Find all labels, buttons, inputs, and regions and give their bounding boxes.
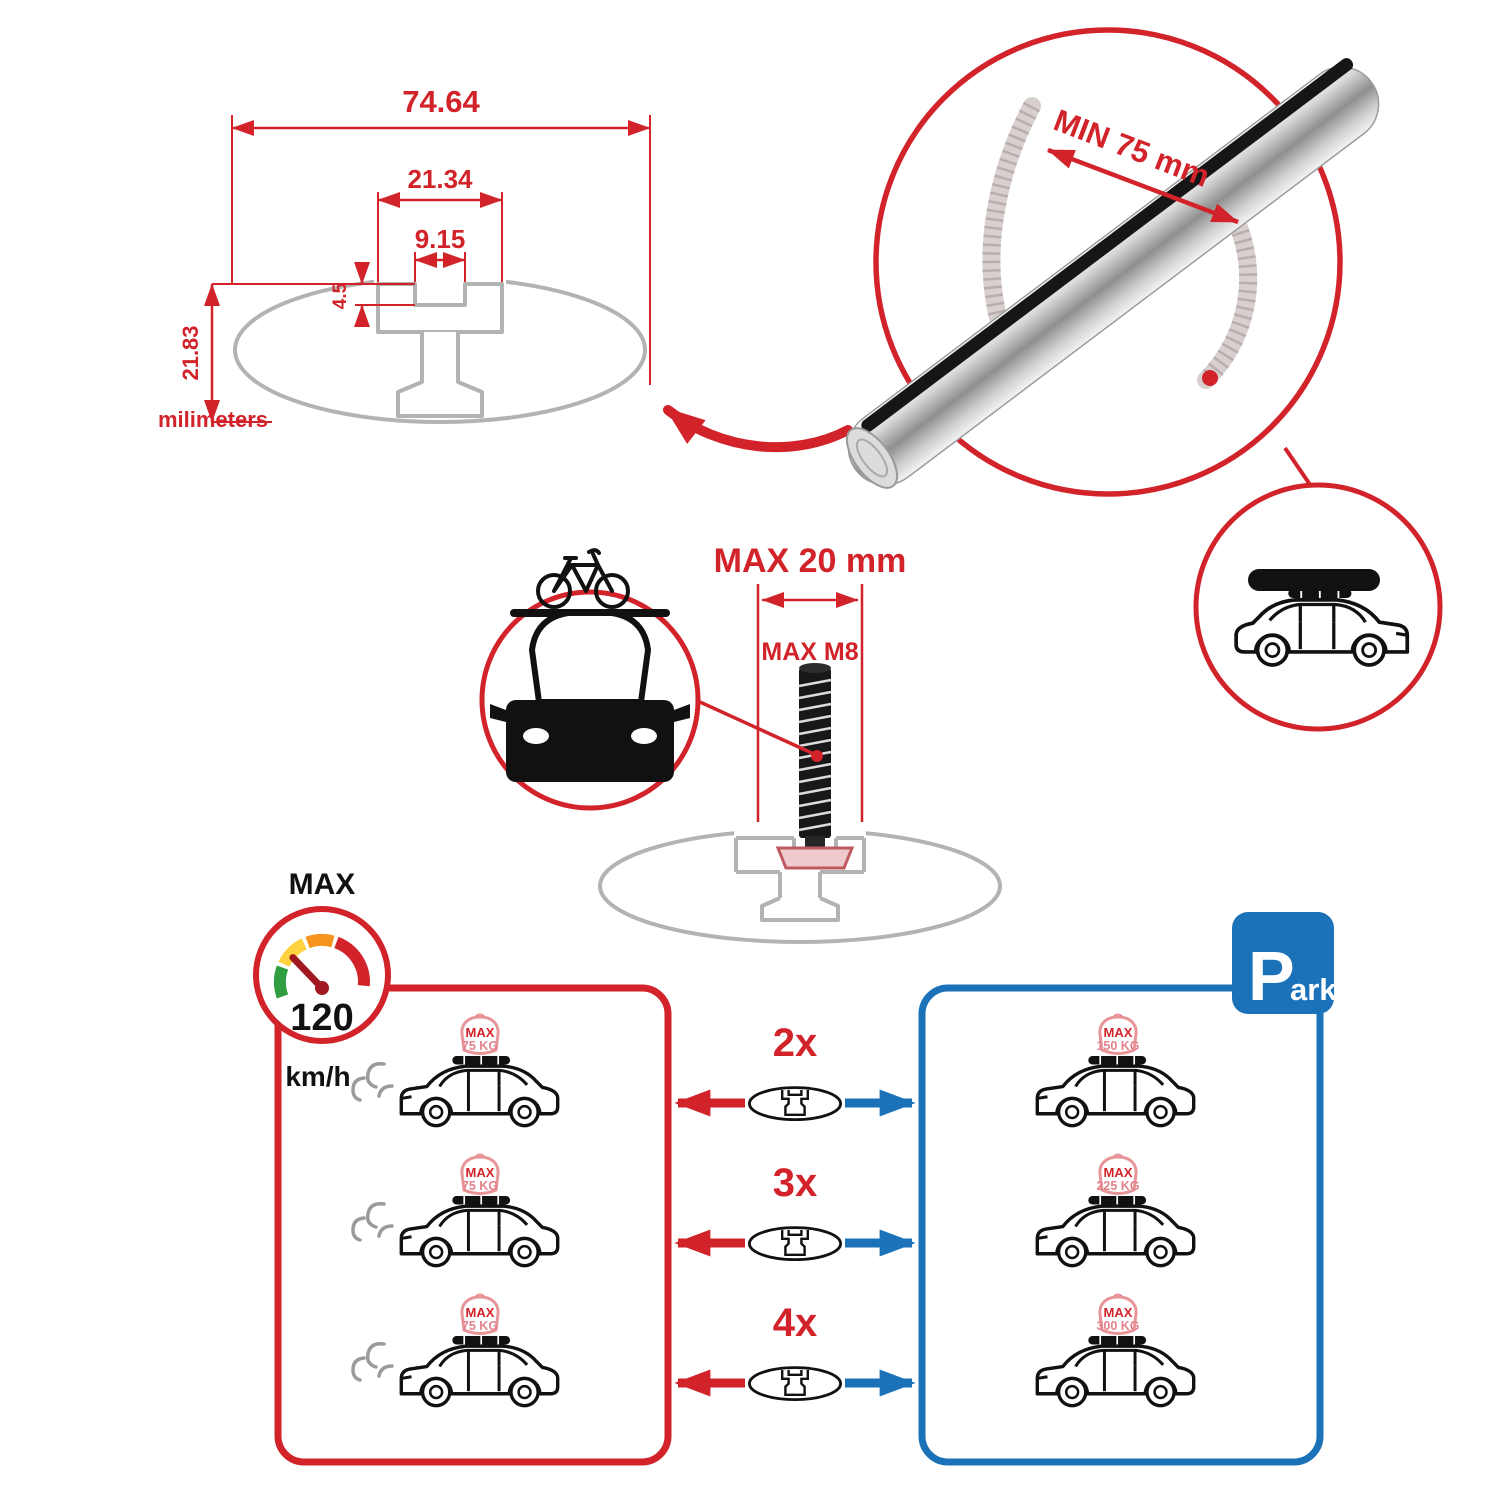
park-sign-suffix: ark	[1290, 972, 1337, 1007]
bolt-leader-line	[699, 700, 815, 756]
bicycle-icon	[536, 548, 630, 609]
load-row-2: MAX 75 KG 3x MAX 225 KG	[351, 1153, 1196, 1268]
driving-tag-line2: 75 KG	[462, 1179, 498, 1193]
quantity-label: 2x	[773, 1021, 818, 1065]
parked-tag-line1: MAX	[1104, 1025, 1133, 1040]
roof-box-icon	[1248, 569, 1380, 591]
speed-value: 120	[290, 997, 353, 1039]
pointer-arrow-to-drawing	[663, 405, 853, 453]
headlight-right	[631, 728, 657, 744]
bolt-detail: MAX 20 mm MAX M8	[598, 542, 1002, 944]
dim-lip-depth-label: 4.5	[330, 282, 351, 309]
crossbar-detail-circle: MIN 75 mm	[845, 27, 1380, 497]
driving-tag-line1: MAX	[466, 1165, 495, 1180]
min-span-arrow	[1047, 147, 1239, 225]
parked-tag-line2: 300 KG	[1096, 1319, 1139, 1333]
speedometer-icon	[253, 906, 391, 1044]
driving-tag-line1: MAX	[466, 1305, 495, 1320]
headlight-left	[523, 728, 549, 744]
bolt-max-length-label: MAX 20 mm	[714, 542, 907, 580]
dim-total-width-label: 74.64	[402, 84, 480, 119]
rail-point-dot	[1202, 370, 1218, 386]
crossbar-profile-stem	[396, 332, 484, 418]
crossbar-section-icon	[748, 1086, 842, 1121]
bolt-point-dot	[811, 750, 823, 762]
load-row-3: MAX 75 KG 4x MAX 300 KG	[351, 1293, 1196, 1408]
speed-unit-label: km/h	[285, 1061, 350, 1092]
speed-max-label: MAX	[289, 868, 356, 901]
park-sign: P ark	[1232, 912, 1337, 1015]
dimension-drawing: 74.64 21.34 9.15 4.5 21.83 milimeters	[158, 84, 651, 432]
load-row-1: MAX 75 KG 2x MAX 150 KG	[351, 1013, 1196, 1128]
driving-tag-line2: 75 KG	[462, 1039, 498, 1053]
quantity-label: 4x	[773, 1301, 818, 1345]
dim-slot-outer-label: 21.34	[407, 164, 473, 194]
bolt-head	[775, 846, 855, 870]
gauge-arc-orange	[305, 933, 335, 949]
dim-slot-opening-label: 9.15	[415, 224, 466, 254]
parked-tag-line2: 225 KG	[1096, 1179, 1139, 1193]
gauge-arc-yellow	[278, 938, 308, 968]
profile-channel-small	[734, 836, 866, 922]
roof-rail-sketch-left	[982, 97, 1041, 341]
crossbar-profile-channel	[376, 282, 504, 334]
crossbar-section-icon	[748, 1366, 842, 1401]
gauge-arc-green	[273, 965, 289, 999]
car-windshield	[529, 610, 651, 705]
dim-unit-label: milimeters	[158, 407, 268, 432]
vehicle-roofbox-circle	[1193, 482, 1443, 732]
crossbar-section-icon	[748, 1226, 842, 1261]
gauge-needle	[289, 954, 326, 992]
parked-tag-line2: 150 KG	[1096, 1039, 1139, 1053]
car-front-body	[490, 700, 690, 782]
driving-tag-line1: MAX	[466, 1025, 495, 1040]
bar-end-cap	[845, 427, 899, 489]
park-sign-letter: P	[1248, 937, 1295, 1015]
dim-total-height-label: 21.83	[178, 325, 203, 380]
roof-rail-sketch-right	[1197, 207, 1258, 389]
bolt-max-thread-label: MAX M8	[761, 638, 858, 666]
quantity-label: 3x	[773, 1161, 818, 1205]
car-front-circle	[479, 548, 701, 811]
driving-tag-line2: 75 KG	[462, 1319, 498, 1333]
speed-gauge: MAX 120 km/h	[253, 868, 391, 1092]
parked-tag-line1: MAX	[1104, 1165, 1133, 1180]
gauge-arc-red	[334, 936, 370, 987]
parked-tag-line1: MAX	[1104, 1305, 1133, 1320]
